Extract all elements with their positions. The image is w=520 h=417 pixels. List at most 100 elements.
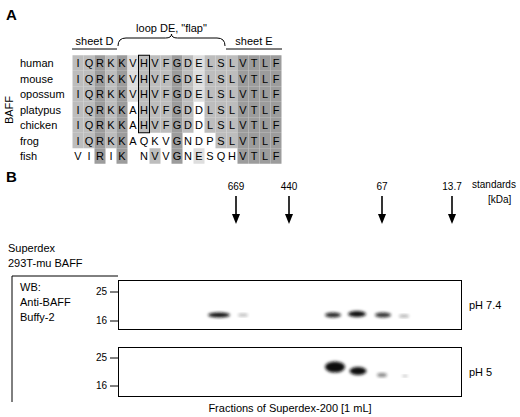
residue-letter: K — [118, 58, 125, 69]
shade-cell — [95, 117, 106, 133]
shade-cell — [117, 133, 128, 149]
residue-letter: F — [273, 151, 280, 162]
residue-letter: V — [151, 120, 158, 131]
condition-label: pH 5 — [469, 367, 492, 378]
residue-letter: L — [229, 104, 235, 115]
residue-letter: E — [195, 89, 202, 100]
residue-letter: S — [217, 120, 224, 131]
residue-letter: F — [163, 104, 170, 115]
protein-band — [208, 313, 230, 318]
blot-panel: pH 5 — [118, 347, 462, 397]
shade-cell — [183, 55, 194, 71]
shade-cell — [227, 102, 238, 118]
residue-letter: H — [140, 89, 148, 100]
residue-letter: S — [217, 73, 224, 84]
residue-letter: Q — [217, 151, 226, 162]
residue-letter: I — [76, 120, 79, 131]
shade-cell — [95, 55, 106, 71]
figure-label: BAFF — [4, 96, 15, 124]
residue-letter: V — [239, 151, 246, 162]
residue-letter: R — [96, 151, 104, 162]
shade-cell — [117, 55, 128, 71]
standard-arrow — [288, 196, 290, 216]
residue-letter: I — [76, 104, 79, 115]
residue-letter: K — [118, 120, 125, 131]
residue-letter: R — [96, 73, 104, 84]
figure-label: [kDa] — [488, 195, 511, 205]
figure-label: opossum — [20, 89, 65, 100]
residue-letter: G — [173, 151, 182, 162]
residue-letter: F — [273, 73, 280, 84]
residue-letter: L — [262, 104, 268, 115]
residue-letter: L — [207, 73, 213, 84]
protein-band — [377, 373, 387, 377]
residue-letter: F — [273, 120, 280, 131]
residue-letter: K — [151, 135, 158, 146]
residue-letter: A — [129, 104, 136, 115]
residue-letter: L — [207, 89, 213, 100]
residue-letter: L — [207, 104, 213, 115]
shade-cell — [205, 117, 216, 133]
figure-label: mouse — [20, 73, 53, 84]
residue-letter: I — [76, 89, 79, 100]
residue-letter: L — [229, 135, 235, 146]
residue-letter: R — [96, 89, 104, 100]
shade-cell — [84, 55, 95, 71]
residue-letter: V — [151, 73, 158, 84]
shade-cell — [95, 71, 106, 87]
residue-letter: R — [96, 120, 104, 131]
shade-cell — [150, 102, 161, 118]
residue-letter: N — [140, 151, 148, 162]
marker-tick — [110, 292, 118, 293]
shade-cell — [95, 86, 106, 102]
residue-letter: G — [173, 120, 182, 131]
residue-letter: F — [163, 89, 170, 100]
marker-tick — [110, 386, 118, 387]
arrow-head — [285, 214, 293, 224]
arrow-head — [448, 214, 456, 224]
shade-cell — [183, 71, 194, 87]
figure-label: Buffy-2 — [20, 312, 55, 323]
shade-cell — [194, 55, 205, 71]
residue-letter: D — [195, 135, 203, 146]
shade-cell — [183, 102, 194, 118]
residue-letter: T — [251, 73, 258, 84]
figure-label: loop DE, "flap" — [136, 23, 207, 34]
shade-cell — [150, 86, 161, 102]
residue-letter: S — [217, 58, 224, 69]
shade-cell — [117, 117, 128, 133]
sheet-line — [72, 49, 117, 50]
protein-band — [325, 362, 345, 373]
residue-letter: K — [107, 58, 114, 69]
shade-cell — [117, 148, 128, 164]
residue-letter: A — [129, 135, 136, 146]
shade-cell — [73, 102, 84, 118]
residue-letter: G — [173, 73, 182, 84]
blot-panel: pH 7.4 — [118, 280, 462, 330]
residue-letter: L — [262, 120, 268, 131]
wb-bracket — [12, 276, 118, 402]
figure-label: sheet D — [76, 36, 114, 47]
condition-label: pH 7.4 — [469, 300, 501, 311]
shade-cell — [194, 86, 205, 102]
arrow-head — [378, 214, 386, 224]
shade-cell — [106, 86, 117, 102]
residue-letter: L — [229, 89, 235, 100]
shade-cell — [260, 71, 271, 87]
residue-letter: R — [96, 58, 104, 69]
shade-cell — [172, 71, 183, 87]
shade-cell — [238, 55, 249, 71]
residue-letter: T — [251, 135, 258, 146]
shade-cell — [227, 55, 238, 71]
residue-letter: F — [163, 73, 170, 84]
residue-letter: K — [118, 104, 125, 115]
residue-letter: D — [184, 120, 192, 131]
shade-cell — [106, 102, 117, 118]
residue-letter: V — [239, 58, 246, 69]
sheet-line — [226, 49, 282, 50]
shade-cell — [139, 117, 150, 133]
figure-label: Fractions of Superdex-200 [1 mL] — [208, 403, 371, 414]
marker-tick — [110, 321, 118, 322]
shade-cell — [95, 133, 106, 149]
